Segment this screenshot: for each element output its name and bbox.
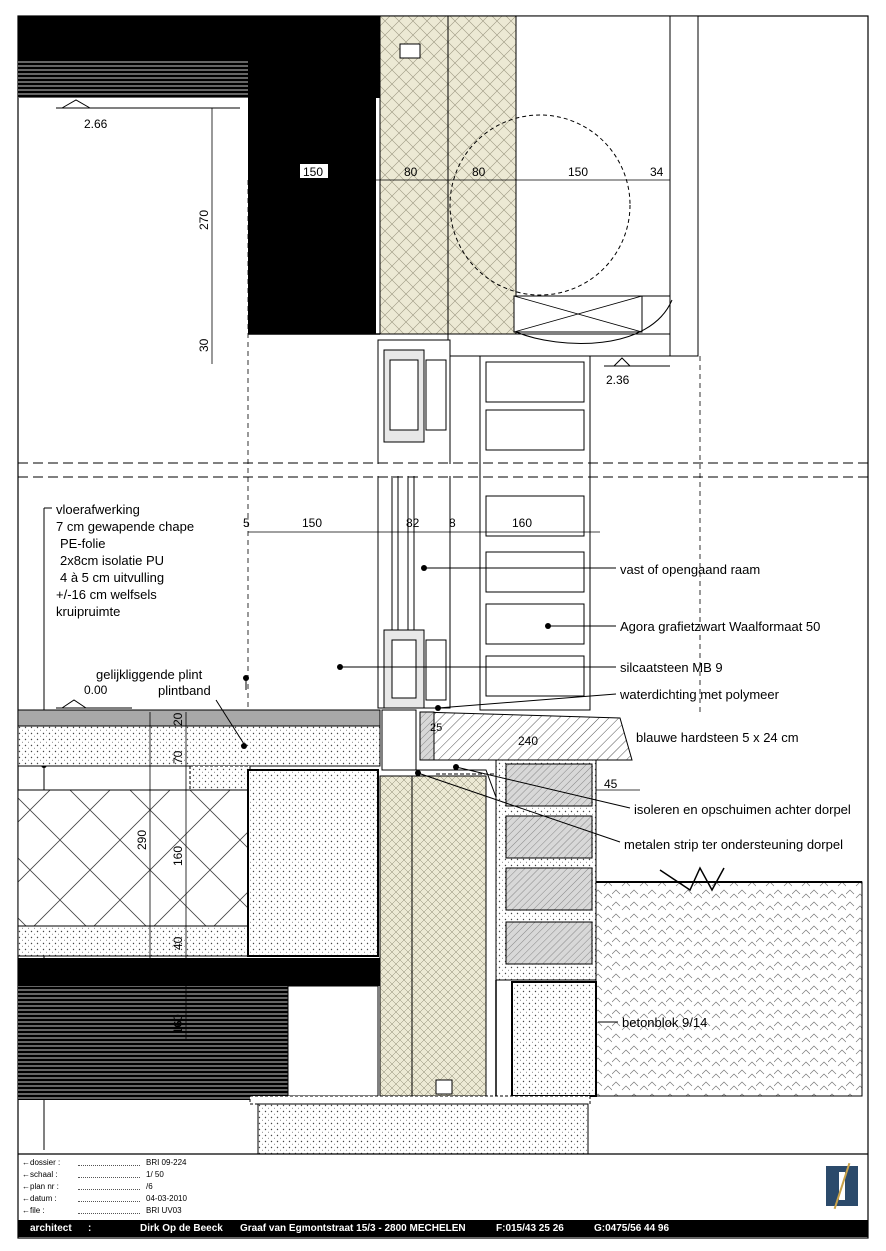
level-marker-sill: 2.36 xyxy=(604,357,670,387)
svg-text:20: 20 xyxy=(171,712,185,726)
architect-gsm: G:0475/56 44 96 xyxy=(594,1223,670,1234)
title-key: file : xyxy=(30,1206,45,1215)
annotation-waterproofing: waterdichting met polymeer xyxy=(435,687,780,711)
annotation-block: betonblok 9/14 xyxy=(598,1015,707,1030)
svg-text:5: 5 xyxy=(243,516,250,530)
svg-text:plintband: plintband xyxy=(158,683,211,698)
architect-colon: : xyxy=(88,1223,92,1234)
annotation-silcaat: silcaatsteen MB 9 xyxy=(337,660,723,675)
svg-text:2.66: 2.66 xyxy=(84,117,108,131)
title-row-plan: ←plan nr :/6 xyxy=(22,1182,153,1191)
title-value: 1/ 50 xyxy=(146,1170,164,1179)
foundation-footing xyxy=(249,1095,591,1155)
brick-outer-leaf xyxy=(479,355,591,711)
title-value: 04-03-2010 xyxy=(146,1194,187,1203)
svg-text:silcaatsteen MB 9: silcaatsteen MB 9 xyxy=(620,660,723,675)
svg-text:vloerafwerking: vloerafwerking xyxy=(56,502,140,517)
svg-text:150: 150 xyxy=(302,516,322,530)
svg-text:blauwe hardsteen 5 x 24 cm: blauwe hardsteen 5 x 24 cm xyxy=(636,730,799,745)
svg-text:gelijkliggende plint: gelijkliggende plint xyxy=(96,667,203,682)
architect-bar: architect : Dirk Op de Beeck Graaf van E… xyxy=(18,1220,868,1237)
title-key: plan nr : xyxy=(30,1182,59,1191)
svg-text:30: 30 xyxy=(197,338,211,352)
svg-text:25: 25 xyxy=(430,722,442,734)
window-frame xyxy=(377,339,451,709)
svg-text:70: 70 xyxy=(171,750,185,764)
svg-text:240: 240 xyxy=(518,734,538,748)
title-value: BRI UV03 xyxy=(146,1206,182,1215)
dimension-vertical-top: 270 30 xyxy=(197,108,213,364)
title-key: datum : xyxy=(30,1194,57,1203)
insulation-column-bottom xyxy=(379,775,487,1097)
sill-support-blocks: 45 xyxy=(495,759,640,981)
door-swing-arc xyxy=(449,114,631,296)
svg-text:270: 270 xyxy=(197,210,211,230)
annotation-metal-strip: metalen strip ter ondersteuning dorpel xyxy=(415,770,843,852)
annotation-window: vast of opengaand raam xyxy=(421,562,760,577)
svg-text:80: 80 xyxy=(404,165,418,179)
svg-text:150: 150 xyxy=(568,165,588,179)
architect-logo xyxy=(826,1162,858,1210)
svg-text:0.00: 0.00 xyxy=(84,683,108,697)
ground-earth xyxy=(595,866,863,1097)
annotation-brick: Agora grafietzwart Waalformaat 50 xyxy=(545,619,820,634)
svg-text:betonblok 9/14: betonblok 9/14 xyxy=(622,1015,707,1030)
svg-text:34: 34 xyxy=(650,165,664,179)
svg-text:waterdichting met polymeer: waterdichting met polymeer xyxy=(619,687,780,702)
title-value: /6 xyxy=(146,1182,153,1191)
level-marker-top: 2.66 xyxy=(56,99,240,131)
svg-text:4 à 5 cm uitvulling: 4 à 5 cm uitvulling xyxy=(60,570,164,585)
level-marker-floor: 0.00 xyxy=(56,683,132,709)
svg-text:2.36: 2.36 xyxy=(606,373,630,387)
dimension-vertical-floor: 20 70 290 160 40 160 xyxy=(135,712,187,1040)
title-row-dossier: ←dossier :BRI 09-224 xyxy=(22,1158,187,1167)
concrete-block xyxy=(511,981,597,1097)
svg-text:+/-16 cm welfsels: +/-16 cm welfsels xyxy=(56,587,157,602)
svg-text:Agora grafietzwart Waalformaat: Agora grafietzwart Waalformaat 50 xyxy=(620,619,820,634)
svg-text:metalen strip ter ondersteunin: metalen strip ter ondersteuning dorpel xyxy=(624,837,843,852)
svg-text:isoleren en opschuimen achter: isoleren en opschuimen achter dorpel xyxy=(634,802,851,817)
floor-buildup xyxy=(17,709,381,1100)
dimension-row-mid: 5 150 82 8 160 xyxy=(243,516,600,533)
dimension-row-top: 150 80 80 150 34 xyxy=(248,164,670,181)
svg-text:7 cm gewapende chape: 7 cm gewapende chape xyxy=(56,519,194,534)
title-value: BRI 09-224 xyxy=(146,1158,187,1167)
annotation-insulate: isoleren en opschuimen achter dorpel xyxy=(453,764,851,817)
svg-text:PE-folie: PE-folie xyxy=(60,536,106,551)
architect-name: Dirk Op de Beeck xyxy=(140,1223,223,1234)
svg-text:160: 160 xyxy=(512,516,532,530)
lintel-block xyxy=(248,98,376,334)
svg-text:150: 150 xyxy=(303,165,323,179)
svg-text:8: 8 xyxy=(449,516,456,530)
architect-fax: F:015/43 25 26 xyxy=(496,1223,564,1234)
svg-text:160: 160 xyxy=(171,846,185,866)
architect-label: architect xyxy=(30,1223,72,1234)
annotation-plint: gelijkliggende plint plintband xyxy=(96,667,249,749)
sill-stone: 25 240 xyxy=(412,711,633,809)
title-row-schaal: ←schaal :1/ 50 xyxy=(22,1170,164,1179)
title-key: schaal : xyxy=(30,1170,58,1179)
svg-text:160: 160 xyxy=(171,1014,185,1034)
svg-text:290: 290 xyxy=(135,830,149,850)
svg-text:80: 80 xyxy=(472,165,486,179)
svg-text:45: 45 xyxy=(604,777,618,791)
annotation-sill-stone: blauwe hardsteen 5 x 24 cm xyxy=(636,730,799,745)
title-key: dossier : xyxy=(30,1158,61,1167)
title-row-file: ←file :BRI UV03 xyxy=(22,1206,182,1215)
svg-text:kruipruimte: kruipruimte xyxy=(56,604,120,619)
svg-text:82: 82 xyxy=(406,516,420,530)
title-row-datum: ←datum :04-03-2010 xyxy=(22,1194,187,1203)
architect-address: Graaf van Egmontstraat 15/3 - 2800 MECHE… xyxy=(240,1223,466,1234)
svg-text:vast of opengaand raam: vast of opengaand raam xyxy=(620,562,760,577)
svg-text:40: 40 xyxy=(171,936,185,950)
svg-text:2x8cm isolatie PU: 2x8cm isolatie PU xyxy=(60,553,164,568)
